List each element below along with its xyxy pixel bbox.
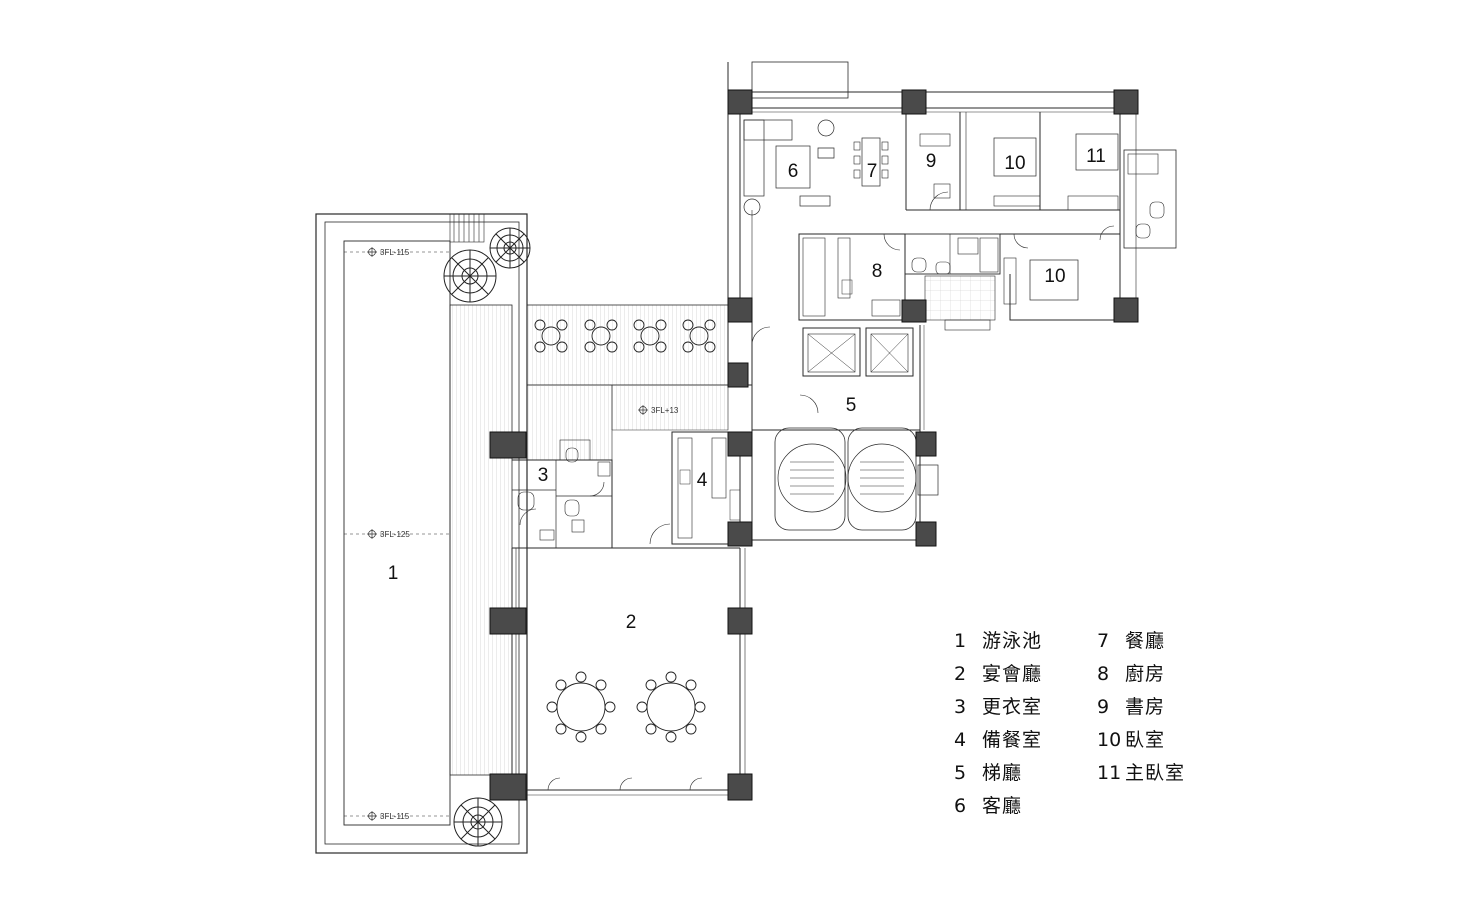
outdoor-table-icon bbox=[534, 319, 716, 353]
room-numbers: 1 2 3 4 5 6 7 8 9 10 11 10 bbox=[388, 146, 1106, 633]
level-marker: 3FL-115 bbox=[367, 247, 410, 257]
tree-icon bbox=[443, 249, 497, 303]
room-number: 5 bbox=[846, 395, 857, 416]
changing-room bbox=[512, 439, 613, 549]
level-markers: 3FL-115 3FL-125 3FL-115 3FL+13 bbox=[367, 247, 679, 821]
level-cross-icon bbox=[367, 529, 377, 539]
level-cross-icon bbox=[367, 247, 377, 257]
level-label: 3FL-125 bbox=[380, 530, 410, 539]
room-number: 10 bbox=[1044, 266, 1065, 287]
elevator-lobby bbox=[751, 320, 925, 431]
room-number: 2 bbox=[626, 612, 637, 633]
room-number: 9 bbox=[926, 151, 937, 172]
terrace-area bbox=[526, 304, 729, 461]
level-marker: 3FL-125 bbox=[367, 529, 410, 539]
banquet-hall bbox=[511, 547, 752, 796]
room-number: 6 bbox=[788, 161, 799, 182]
stair-core bbox=[751, 427, 939, 541]
room-number: 11 bbox=[1086, 146, 1106, 167]
room-number: 10 bbox=[1004, 153, 1025, 174]
level-cross-icon bbox=[638, 405, 648, 415]
room-number: 3 bbox=[538, 465, 549, 486]
tree-icon bbox=[453, 797, 503, 847]
room-number: 8 bbox=[872, 261, 883, 282]
level-label: 3FL-115 bbox=[380, 812, 410, 821]
kitchen-wing bbox=[798, 233, 1121, 331]
room-number: 7 bbox=[867, 161, 878, 182]
structural-columns bbox=[489, 89, 1139, 801]
room-number: 4 bbox=[697, 470, 708, 491]
room-number: 1 bbox=[388, 563, 399, 584]
tree-icon bbox=[489, 227, 531, 269]
level-label: 3FL+13 bbox=[651, 406, 679, 415]
level-cross-icon bbox=[367, 811, 377, 821]
level-label: 3FL-115 bbox=[380, 248, 410, 257]
banquet-table-icon bbox=[636, 671, 706, 743]
banquet-table-icon bbox=[546, 671, 616, 743]
level-marker: 3FL+13 bbox=[638, 405, 679, 415]
level-marker: 3FL-115 bbox=[367, 811, 410, 821]
pantry-room bbox=[649, 431, 741, 545]
pool-area bbox=[315, 213, 528, 854]
north-wing bbox=[727, 61, 1177, 386]
